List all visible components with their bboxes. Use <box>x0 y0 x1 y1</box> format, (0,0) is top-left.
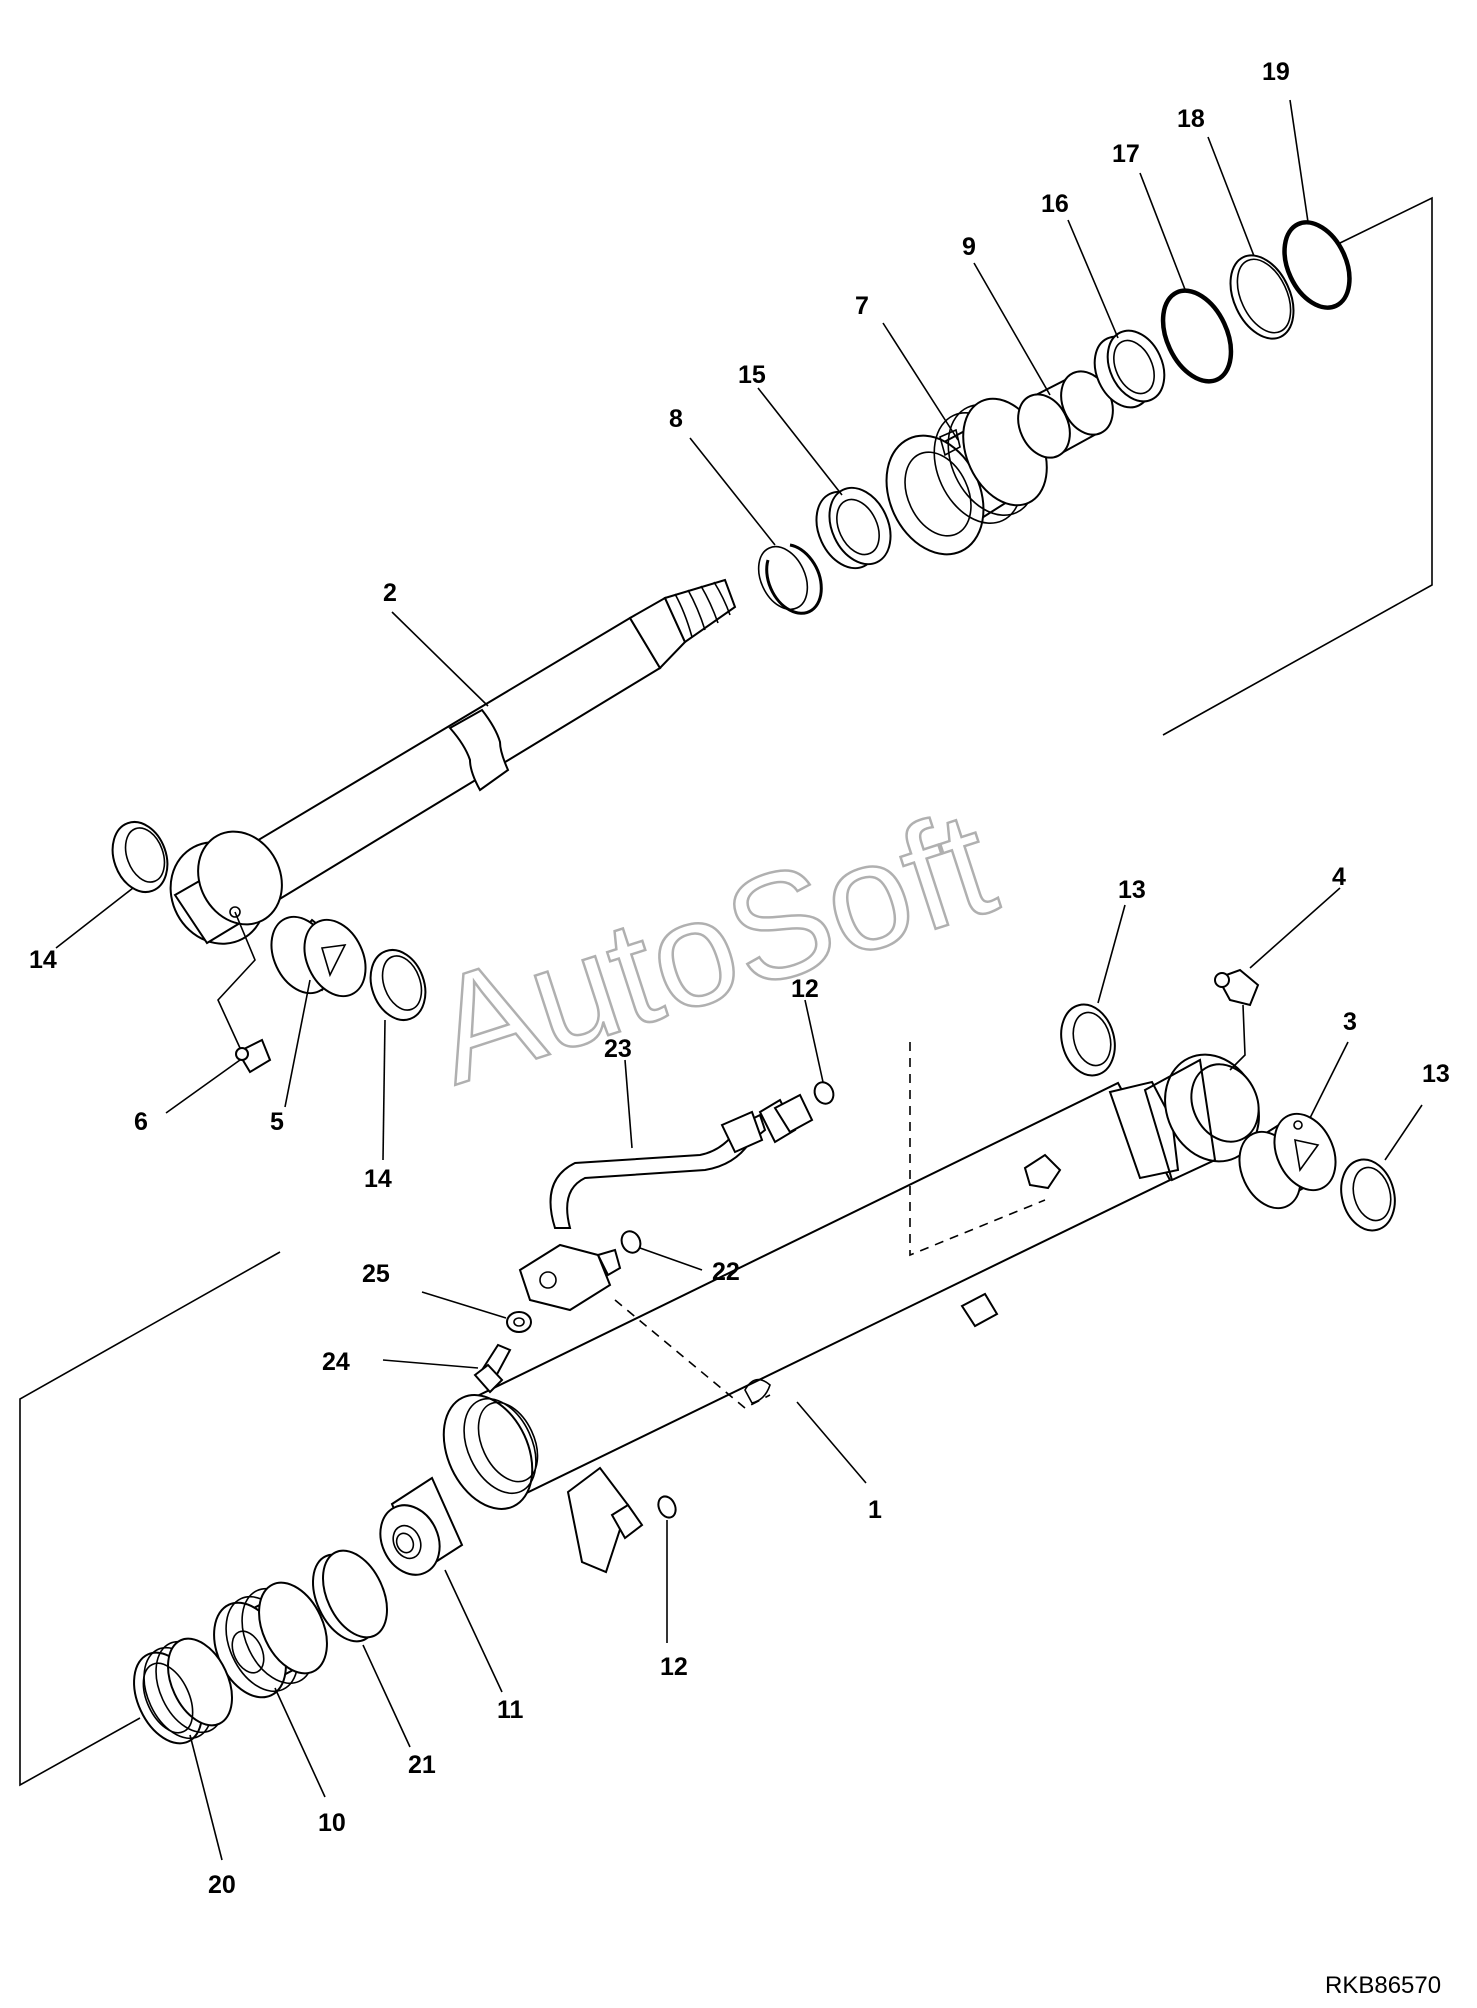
callout-14-lower: 14 <box>364 1165 392 1193</box>
dust-seal-13-lower <box>1340 1158 1396 1232</box>
piston-rod <box>169 578 737 945</box>
drawing-reference: RKB86570 <box>1325 1972 1441 1999</box>
callout-3: 3 <box>1343 1008 1357 1036</box>
frame-lower <box>19 1251 281 1787</box>
o-ring-12-upper <box>813 1081 835 1105</box>
callout-9: 9 <box>962 233 976 261</box>
dashed-leader-a <box>909 1042 1046 1257</box>
o-ring-22 <box>620 1230 642 1254</box>
callout-11: 11 <box>497 1696 524 1724</box>
callout-13-lower: 13 <box>1422 1060 1450 1088</box>
callout-18: 18 <box>1177 105 1205 133</box>
callout-8: 8 <box>669 405 683 433</box>
callout-1: 1 <box>868 1496 882 1524</box>
callout-12-upper: 12 <box>791 975 819 1003</box>
o-ring-17 <box>1160 288 1234 384</box>
callout-19: 19 <box>1262 58 1290 86</box>
callout-17: 17 <box>1112 140 1140 168</box>
leader-lines <box>55 99 1423 1861</box>
callout-16: 16 <box>1041 190 1069 218</box>
ring-18 <box>1229 254 1295 340</box>
callout-4: 4 <box>1332 863 1346 891</box>
dust-seal-13-upper <box>1060 1003 1116 1077</box>
callout-10: 10 <box>318 1809 346 1837</box>
callout-22: 22 <box>712 1258 740 1286</box>
pipe-23 <box>518 1093 814 1312</box>
callout-14-upper: 14 <box>29 946 57 974</box>
bushing-5 <box>270 915 367 998</box>
dust-seal-14-lower <box>369 949 427 1021</box>
dashed-leader-b <box>614 1299 771 1409</box>
cylinder-tube <box>442 1053 1260 1574</box>
bolt-24 <box>473 1343 512 1394</box>
o-ring-12-lower <box>657 1495 677 1519</box>
ring-15 <box>815 486 892 570</box>
snap-ring-8 <box>757 543 823 615</box>
callout-5: 5 <box>270 1108 284 1136</box>
piston-10 <box>213 1581 328 1699</box>
callout-12-lower: 12 <box>660 1653 688 1681</box>
ring-21 <box>312 1549 388 1643</box>
dust-seal-14-upper <box>111 821 169 893</box>
washer-25 <box>506 1311 532 1333</box>
grease-fitting-4 <box>1214 968 1260 1071</box>
callout-2: 2 <box>383 579 397 607</box>
wear-ring-20 <box>133 1637 233 1745</box>
o-ring-19 <box>1282 220 1352 310</box>
callout-23: 23 <box>604 1035 632 1063</box>
callout-7: 7 <box>855 292 869 320</box>
callout-21: 21 <box>408 1751 436 1779</box>
ring-16 <box>1093 329 1166 409</box>
callout-20: 20 <box>208 1871 236 1899</box>
bushing-9 <box>1017 370 1114 459</box>
callout-24: 24 <box>322 1348 350 1376</box>
callout-25: 25 <box>362 1260 390 1288</box>
callout-13-upper: 13 <box>1118 876 1146 904</box>
nut-11 <box>379 1476 464 1576</box>
watermark: AutoSoft <box>413 778 1012 1116</box>
grease-fitting-6 <box>217 911 272 1074</box>
callout-15: 15 <box>738 361 766 389</box>
frame-upper <box>1162 196 1433 736</box>
bushing-3 <box>1238 1112 1337 1210</box>
callout-6: 6 <box>134 1108 148 1136</box>
